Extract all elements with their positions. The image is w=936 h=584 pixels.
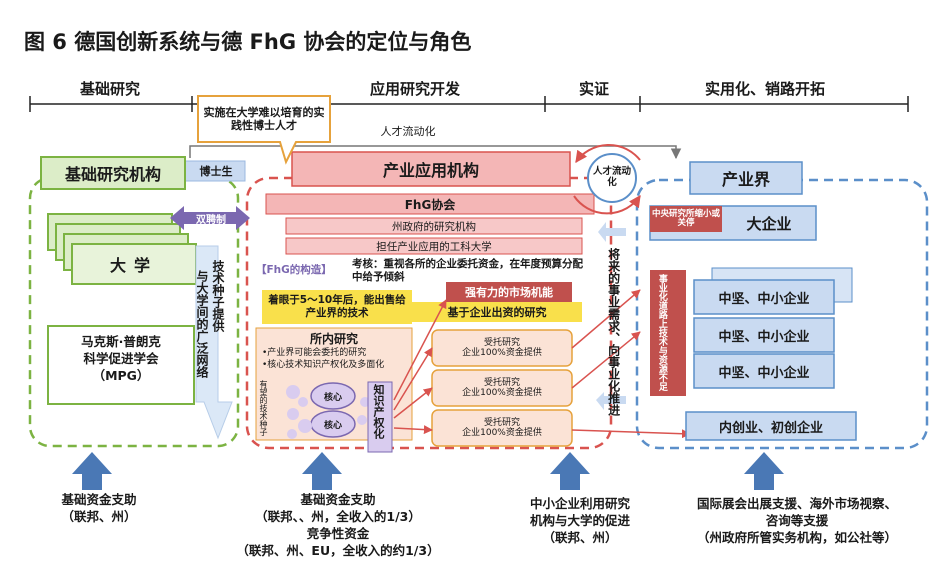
stage-commercial: 实用化、销路开拓 bbox=[704, 79, 825, 98]
applied-region bbox=[245, 176, 613, 450]
talent-flow-label: 人才流动化 bbox=[380, 125, 436, 139]
university-label: 大学 bbox=[109, 256, 158, 275]
inhouse-title: 所内研究 bbox=[309, 331, 358, 346]
mid-enterprise-3: 中坚、中小企业 bbox=[718, 365, 810, 381]
footer-basic-funding: 基础资金支助 （联邦、州） bbox=[61, 492, 137, 524]
horizon-label: 着眼于5～10年后，能出售给产业界的技术 bbox=[268, 294, 406, 319]
stage-demo: 实证 bbox=[578, 79, 609, 98]
layer-fhg: FhG协会 bbox=[404, 197, 456, 212]
market-label: 强有力的市场机能 bbox=[465, 286, 553, 299]
talent-flow-circle-label: 人才流动化 bbox=[592, 166, 631, 188]
mid-enterprise-1: 中坚、中小企业 bbox=[718, 291, 810, 307]
callout-bubble bbox=[197, 95, 331, 165]
fhg-structure-label: 【FhG的构造】 bbox=[256, 264, 332, 276]
layer-tech-univ: 担任产业应用的工科大学 bbox=[376, 240, 492, 253]
phd-label: 博士生 bbox=[199, 165, 233, 178]
university-card bbox=[71, 243, 197, 285]
applied-title-box bbox=[291, 151, 571, 187]
future-needs-label: 将来的事业需求、向事业化推进 bbox=[606, 248, 621, 416]
broad-network-label: 与大学间的广泛网络 bbox=[195, 270, 209, 378]
enterprise-research-label: 基于企业出资的研究 bbox=[447, 306, 547, 319]
figure-title: 图 6 德国创新系统与德 FhG 协会的定位与角色 bbox=[24, 30, 472, 54]
stage-basic: 基础研究 bbox=[79, 79, 140, 98]
core-label-2: 核心 bbox=[323, 420, 342, 431]
seeds-label: 有望的技术种子 bbox=[259, 380, 268, 436]
lack-label: 事业化道路上技术与资源不足 bbox=[656, 274, 667, 391]
talent-flow-line bbox=[189, 145, 682, 160]
contract-3: 受托研究 企业100%资金提供 bbox=[462, 417, 542, 438]
contract-1: 受托研究 企业100%资金提供 bbox=[462, 337, 542, 358]
mid-enterprise-2: 中坚、中小企业 bbox=[718, 329, 810, 345]
mpg-label: 马克斯·普朗克 科学促进学会 （MPG） bbox=[81, 334, 161, 383]
assessment-text: 考核：重视各所的企业委托资金，在年度预算分配中给予倾斜 bbox=[352, 258, 583, 284]
tech-seed-label: 技术种子提供 bbox=[211, 260, 225, 332]
mpg-box bbox=[47, 325, 195, 405]
stage-applied: 应用研究开发 bbox=[369, 79, 460, 98]
footer-sme-promotion: 中小企业利用研究 机构与大学的促进 （联邦、州） bbox=[529, 496, 630, 545]
footer-applied-funding: 基础资金支助 （联邦、、州，全收入的1/3） 竞争性资金 （联邦、州、EU，全收… bbox=[236, 492, 440, 558]
inhouse-bullet-1: •产业界可能会委托的研究 bbox=[262, 348, 367, 358]
ip-label: 知识产权化 bbox=[372, 384, 385, 439]
big-enterprise-label: 大企业 bbox=[746, 214, 792, 233]
dual-label: 双聘制 bbox=[196, 214, 226, 226]
dual-arrow bbox=[170, 206, 250, 230]
callout-text: 实施在大学难以培育的实践性博士人才 bbox=[203, 105, 325, 132]
industry-title: 产业界 bbox=[721, 170, 770, 189]
contract-2: 受托研究 企业100%资金提供 bbox=[462, 377, 542, 398]
startup-label: 内创业、初创企业 bbox=[718, 420, 823, 436]
applied-title: 产业应用机构 bbox=[382, 161, 479, 180]
inhouse-bullet-2: •核心技术知识产权化及多面化 bbox=[262, 360, 385, 370]
layer-state: 州政府的研究机构 bbox=[392, 220, 476, 233]
core-label-1: 核心 bbox=[323, 392, 342, 403]
basic-research-title: 基础研究机构 bbox=[40, 156, 186, 190]
footer-export-support: 国际展会出展支援、海外市场视察、 咨询等支援 （州政府所管实务机构，如公社等） bbox=[696, 496, 897, 545]
central-lab-label: 中央研究所缩小或关停 bbox=[651, 208, 720, 228]
tech-seed-arrow bbox=[195, 245, 233, 440]
